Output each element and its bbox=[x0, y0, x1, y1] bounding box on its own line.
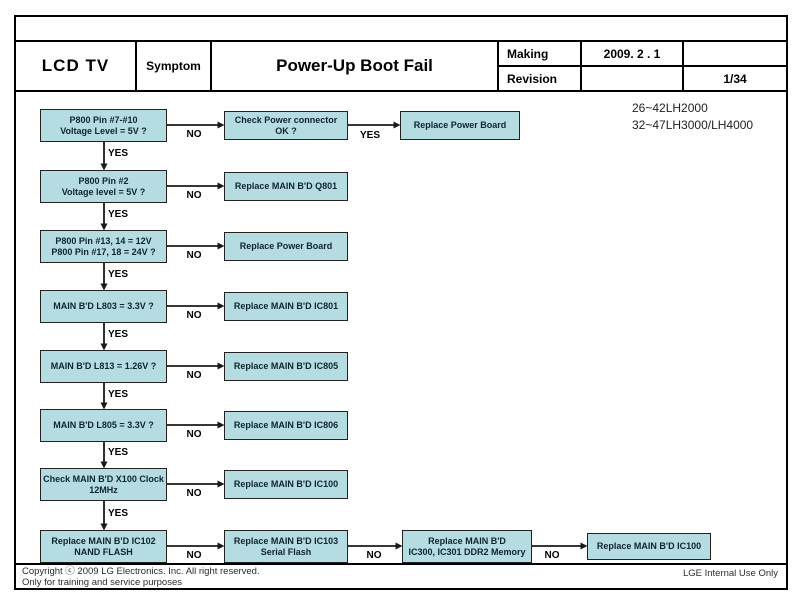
top-strip bbox=[16, 17, 786, 42]
copyright-block: Copyright ⓒ 2009 LG Electronics. Inc. Al… bbox=[16, 565, 260, 588]
action-box-replace-ic805: Replace MAIN B'D IC805 bbox=[224, 352, 348, 381]
check-box-p800-pin7-10: P800 Pin #7-#10 Voltage Level = 5V ? bbox=[40, 109, 167, 142]
revision-row: Revision 1/34 bbox=[499, 67, 786, 90]
flowchart-area: 26~42LH2000 32~47LH3000/LH4000 P800 Pin … bbox=[16, 92, 786, 565]
label-yes-0: YES bbox=[359, 130, 380, 141]
label-yes-v4: YES bbox=[108, 389, 129, 400]
flow-arrows bbox=[100, 121, 588, 550]
action-box-replace-ic806: Replace MAIN B'D IC806 bbox=[224, 411, 348, 440]
copyright-line-1: Copyright ⓒ 2009 LG Electronics. Inc. Al… bbox=[22, 566, 260, 577]
page-border: LCD TV Symptom Power-Up Boot Fail Making… bbox=[14, 15, 788, 590]
label-no-7: NO bbox=[186, 550, 202, 561]
label-yes-v2: YES bbox=[108, 269, 129, 280]
label-no-5: NO bbox=[186, 429, 202, 440]
action-box-check-power-connector: Check Power connector OK ? bbox=[224, 111, 348, 140]
label-no-0: NO bbox=[186, 129, 202, 140]
check-box-p800-pin2: P800 Pin #2 Voltage level = 5V ? bbox=[40, 170, 167, 203]
page-number: 1/34 bbox=[723, 71, 747, 86]
product-name: LCD TV bbox=[16, 42, 137, 90]
label-yes-v0: YES bbox=[108, 148, 129, 159]
making-date: 2009. 2 . 1 bbox=[582, 42, 684, 65]
label-yes-v6: YES bbox=[108, 508, 129, 519]
copyright-line-2: Only for training and service purposes bbox=[22, 577, 182, 588]
label-yes-v5: YES bbox=[108, 447, 129, 458]
revision-date bbox=[582, 67, 684, 90]
label-no-2: NO bbox=[186, 250, 202, 261]
making-label: Making bbox=[499, 42, 582, 65]
making-row: Making 2009. 2 . 1 bbox=[499, 42, 786, 67]
page-title: Power-Up Boot Fail bbox=[212, 42, 499, 90]
action-box-replace-ic100-final: Replace MAIN B'D IC100 bbox=[587, 533, 711, 560]
label-yes-v1: YES bbox=[108, 209, 129, 220]
label-no-7b: NO bbox=[366, 550, 382, 561]
label-yes-v3: YES bbox=[108, 329, 129, 340]
check-box-l813: MAIN B'D L813 = 1.26V ? bbox=[40, 350, 167, 383]
header-table: LCD TV Symptom Power-Up Boot Fail Making… bbox=[16, 42, 786, 92]
label-no-1: NO bbox=[186, 190, 202, 201]
header-meta: Making 2009. 2 . 1 Revision 1/34 bbox=[499, 42, 786, 90]
label-no-7c: NO bbox=[544, 550, 560, 561]
check-box-l805: MAIN B'D L805 = 3.3V ? bbox=[40, 409, 167, 442]
action-box-replace-power-board-2: Replace Power Board bbox=[224, 232, 348, 261]
action-box-replace-ic801: Replace MAIN B'D IC801 bbox=[224, 292, 348, 321]
label-no-3: NO bbox=[186, 310, 202, 321]
revision-label: Revision bbox=[499, 67, 582, 90]
model-list: 26~42LH2000 32~47LH3000/LH4000 bbox=[632, 100, 753, 134]
action-box-replace-q801: Replace MAIN B'D Q801 bbox=[224, 172, 348, 201]
action-box-replace-ic103-serial: Replace MAIN B'D IC103 Serial Flash bbox=[224, 530, 348, 563]
model-line-1: 26~42LH2000 bbox=[632, 101, 708, 115]
check-box-x100-clock: Check MAIN B'D X100 Clock 12MHz bbox=[40, 468, 167, 501]
check-box-l803: MAIN B'D L803 = 3.3V ? bbox=[40, 290, 167, 323]
label-no-4: NO bbox=[186, 370, 202, 381]
model-line-2: 32~47LH3000/LH4000 bbox=[632, 118, 754, 132]
action-box-replace-ddr2-memory: Replace MAIN B'D IC300, IC301 DDR2 Memor… bbox=[402, 530, 532, 563]
action-box-replace-ic100: Replace MAIN B'D IC100 bbox=[224, 470, 348, 499]
symptom-label: Symptom bbox=[137, 42, 212, 90]
check-box-replace-ic102-nand: Replace MAIN B'D IC102 NAND FLASH bbox=[40, 530, 167, 563]
check-box-p800-pin13-18: P800 Pin #13, 14 = 12V P800 Pin #17, 18 … bbox=[40, 230, 167, 263]
internal-use-label: LGE Internal Use Only bbox=[682, 568, 778, 579]
label-no-6: NO bbox=[186, 488, 202, 499]
footer: Copyright ⓒ 2009 LG Electronics. Inc. Al… bbox=[16, 565, 786, 588]
making-extra-cell bbox=[684, 42, 786, 65]
action-box-replace-power-board-top: Replace Power Board bbox=[400, 111, 520, 140]
